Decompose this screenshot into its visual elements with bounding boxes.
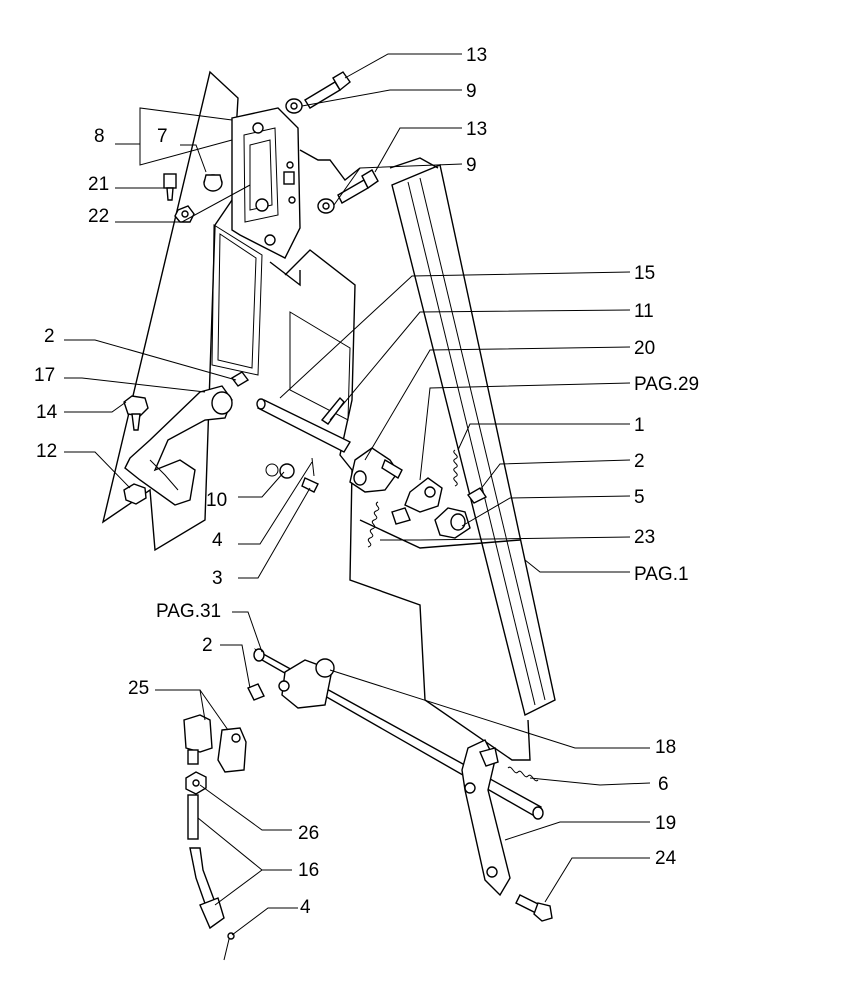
label-4-lower: 4: [300, 897, 311, 918]
bushing-5: [434, 507, 471, 539]
label-17: 17: [34, 365, 55, 386]
label-14: 14: [36, 402, 58, 423]
fork-20: [349, 447, 403, 493]
clevis-25: [183, 714, 247, 773]
label-19: 19: [655, 813, 676, 834]
leader-lines: [64, 53, 651, 936]
washer-9-top: [285, 98, 303, 114]
label-2-upper: 2: [44, 326, 55, 347]
bracket-plate: [231, 107, 301, 259]
pin-4-lower: [223, 932, 235, 961]
nut-26: [185, 771, 207, 795]
label-24: 24: [655, 848, 677, 869]
label-11: 11: [634, 301, 654, 322]
label-9-mid: 9: [466, 155, 477, 176]
pin-3: [301, 457, 319, 493]
label-16: 16: [298, 860, 319, 881]
shaft-15: [256, 396, 351, 453]
bolt-21: [163, 173, 177, 201]
label-20: 20: [634, 338, 655, 359]
label-18: 18: [655, 737, 676, 758]
bolt-24: [515, 894, 553, 922]
label-13-mid: 13: [466, 119, 487, 140]
part-labels: 13 9 13 9 8 7 21 22 15 11 20 PAG.29 2 17…: [34, 45, 699, 918]
label-26: 26: [298, 823, 319, 844]
label-pag29: PAG.29: [634, 374, 699, 395]
label-2-lower: 2: [202, 635, 213, 656]
label-pag31: PAG.31: [156, 601, 221, 622]
label-1: 1: [634, 415, 645, 436]
label-6: 6: [658, 774, 669, 795]
label-9-top: 9: [466, 81, 477, 102]
label-22: 22: [88, 206, 109, 227]
label-4-upper: 4: [212, 530, 223, 551]
label-5: 5: [634, 487, 645, 508]
nut-12: [123, 483, 147, 505]
label-2-right: 2: [634, 451, 645, 472]
label-13-top: 13: [466, 45, 487, 66]
label-23: 23: [634, 527, 655, 548]
frame-outlines: [101, 70, 556, 761]
bushing-7: [203, 174, 223, 192]
label-7: 7: [157, 126, 168, 147]
label-12: 12: [36, 441, 57, 462]
spring-23: [367, 501, 380, 548]
bolt-13-mid: [337, 169, 379, 204]
lever-17: [124, 385, 233, 506]
rod-16: [187, 794, 225, 930]
label-8: 8: [94, 126, 105, 147]
arm-19: [461, 739, 511, 897]
label-10: 10: [206, 490, 227, 511]
label-21: 21: [88, 174, 109, 195]
bolt-14: [123, 395, 149, 431]
cam-block: [391, 477, 443, 525]
label-15: 15: [634, 263, 655, 284]
label-pag1: PAG.1: [634, 564, 689, 585]
bolt-13-top: [304, 71, 351, 109]
screw-2-right: [466, 487, 488, 504]
washer-10: [265, 463, 295, 479]
spring-1: [453, 449, 458, 487]
label-3: 3: [212, 568, 223, 589]
collar-18: [278, 658, 335, 709]
screw-2-lower: [247, 683, 265, 701]
washer-9-mid: [317, 198, 335, 214]
label-25: 25: [128, 678, 149, 699]
screw-2-upper: [230, 371, 250, 387]
